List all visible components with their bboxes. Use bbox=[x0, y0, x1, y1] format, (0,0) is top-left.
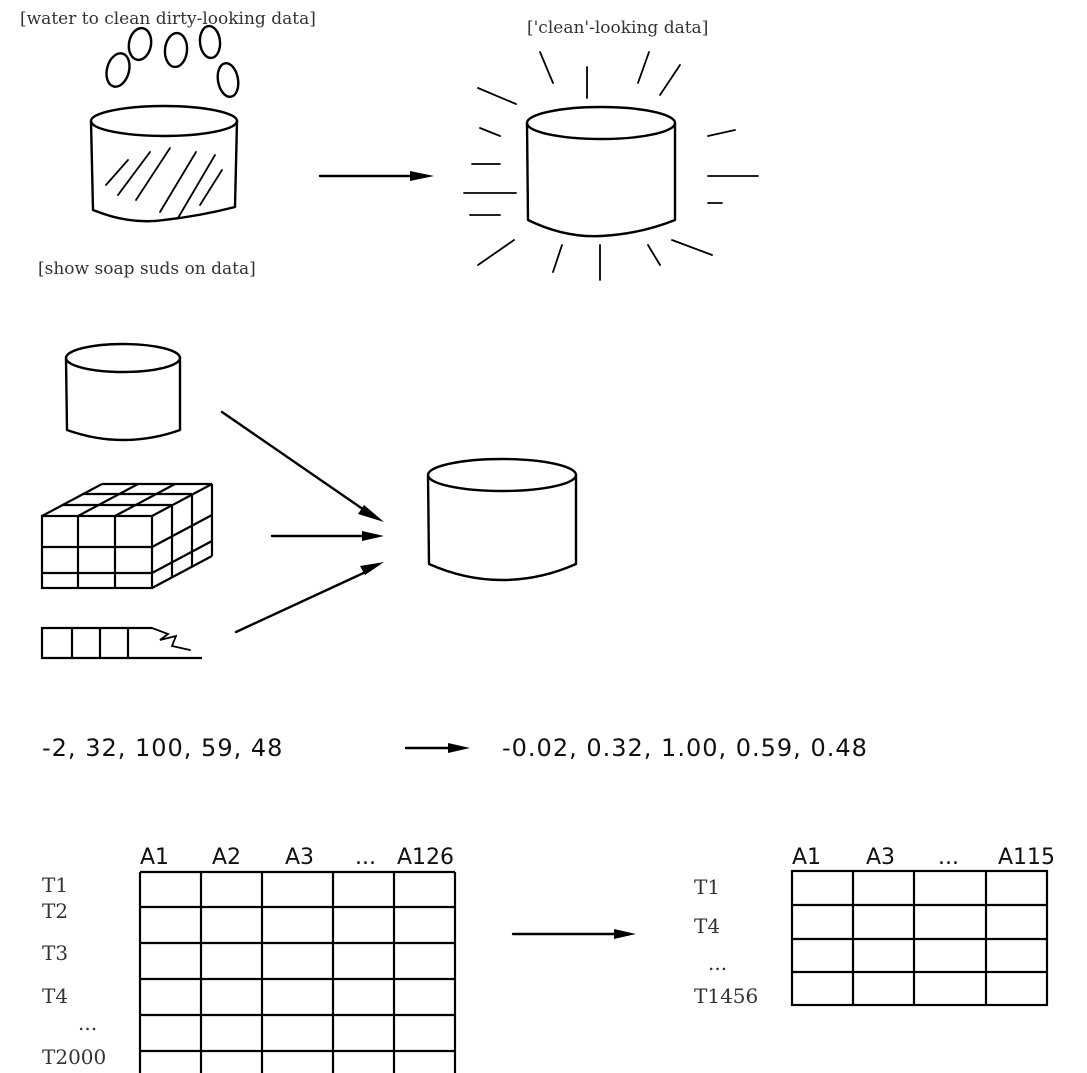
right-table-rows: T1 T4 ... T1456 bbox=[694, 875, 758, 1008]
row-header: T4 bbox=[42, 984, 68, 1008]
integrated-database-icon bbox=[426, 457, 578, 582]
source-database-icon bbox=[64, 342, 182, 442]
right-table-columns: A1 A3 ... A115 bbox=[792, 845, 1055, 870]
water-drops-icon bbox=[105, 24, 240, 99]
row-header: T4 bbox=[694, 914, 720, 938]
clean-data-label: ['clean'-looking data] bbox=[527, 18, 708, 38]
row-header: ... bbox=[78, 1011, 97, 1035]
column-header: A126 bbox=[397, 845, 454, 870]
data-integration-section bbox=[40, 342, 578, 660]
data-reduction-section: A1 A2 A3 ... A126 T1 T2 T3 T4 ... T2000 bbox=[42, 845, 1055, 1073]
water-label: [water to clean dirty-looking data] bbox=[20, 9, 316, 29]
column-header: A3 bbox=[285, 845, 314, 870]
column-header: ... bbox=[938, 845, 959, 870]
transformation-arrow bbox=[404, 743, 470, 753]
row-header: T1456 bbox=[694, 984, 758, 1008]
left-table-rows: T1 T2 T3 T4 ... T2000 bbox=[42, 873, 106, 1069]
row-header: T2000 bbox=[42, 1045, 106, 1069]
data-cleaning-section: [water to clean dirty-looking data] ['cl… bbox=[20, 9, 759, 281]
flat-file-icon bbox=[40, 626, 202, 660]
soap-suds-icon bbox=[105, 147, 223, 219]
row-header: T1 bbox=[42, 873, 68, 897]
clean-database-icon bbox=[525, 105, 677, 238]
left-table-columns: A1 A2 A3 ... A126 bbox=[140, 845, 454, 870]
column-header: A115 bbox=[998, 845, 1055, 870]
data-transformation-section: -2, 32, 100, 59, 48 -0.02, 0.32, 1.00, 0… bbox=[42, 734, 868, 762]
row-header: T1 bbox=[694, 875, 720, 899]
normalized-values: -0.02, 0.32, 1.00, 0.59, 0.48 bbox=[502, 734, 868, 762]
row-header: T2 bbox=[42, 899, 68, 923]
raw-values: -2, 32, 100, 59, 48 bbox=[42, 734, 283, 762]
column-header: A1 bbox=[140, 845, 169, 870]
data-cube-icon bbox=[40, 482, 214, 590]
reduction-arrow bbox=[511, 929, 636, 939]
column-header: A3 bbox=[866, 845, 895, 870]
column-header: ... bbox=[355, 845, 376, 870]
soap-suds-label: [show soap suds on data] bbox=[38, 259, 256, 279]
row-header: ... bbox=[708, 951, 727, 975]
cleaning-arrow bbox=[318, 171, 434, 181]
right-data-table bbox=[790, 869, 1049, 1007]
integration-arrows bbox=[220, 410, 384, 634]
dirty-database-icon bbox=[89, 104, 239, 223]
column-header: A1 bbox=[792, 845, 821, 870]
left-data-table bbox=[138, 870, 457, 1073]
shine-rays-icon bbox=[463, 51, 759, 281]
row-header: T3 bbox=[42, 941, 68, 965]
column-header: A2 bbox=[212, 845, 241, 870]
